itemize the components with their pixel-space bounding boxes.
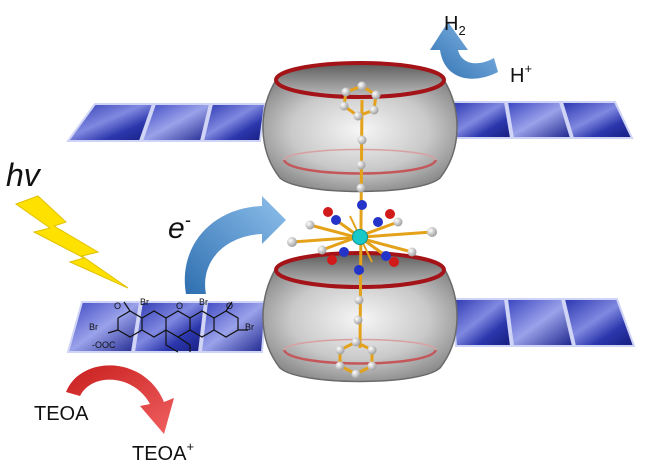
teoa-label: TEOA — [34, 403, 89, 425]
h2-label-main: H — [444, 13, 458, 35]
cobalt-complex — [287, 81, 437, 379]
lightning-bolt-icon — [14, 195, 129, 289]
solar-panel-top-left — [66, 103, 272, 142]
dye-label-o2: O — [176, 301, 183, 311]
dye-label-o3: O — [226, 301, 233, 311]
h2-label-sub: 2 — [458, 23, 465, 38]
dye-label-br1: Br — [140, 297, 149, 307]
dye-label-br3: Br — [89, 322, 98, 332]
teoa-plus-label-main: TEOA — [132, 443, 187, 465]
dye-molecule — [107, 301, 248, 353]
proton-reduction-arrow — [430, 22, 498, 79]
solar-panel-bottom-right — [438, 298, 636, 347]
solar-panel-bottom-left — [66, 301, 272, 353]
dye-label-o1: O — [114, 301, 121, 311]
solar-panel-top-right — [438, 101, 634, 139]
dye-labels: Br Br Br Br O O O -OOC — [89, 297, 254, 350]
electron-label: e- — [168, 210, 191, 245]
dye-label-coo: -OOC — [92, 340, 116, 350]
h2-label: H2 — [444, 13, 466, 38]
light-label: hv — [6, 157, 42, 193]
dye-label-br2: Br — [199, 297, 208, 307]
teoa-plus-label: TEOA+ — [132, 439, 194, 465]
hplus-label: H+ — [510, 61, 532, 87]
hplus-label-sup: + — [524, 61, 532, 76]
hplus-label-main: H — [510, 65, 524, 87]
sacrificial-donor-arrow — [66, 365, 174, 434]
electron-transfer-arrow — [184, 196, 286, 294]
electron-label-main: e — [168, 212, 185, 245]
electron-label-sup: - — [185, 210, 191, 230]
dye-label-br4: Br — [245, 322, 254, 332]
cage-top — [262, 61, 458, 193]
teoa-plus-label-sup: + — [186, 439, 194, 454]
